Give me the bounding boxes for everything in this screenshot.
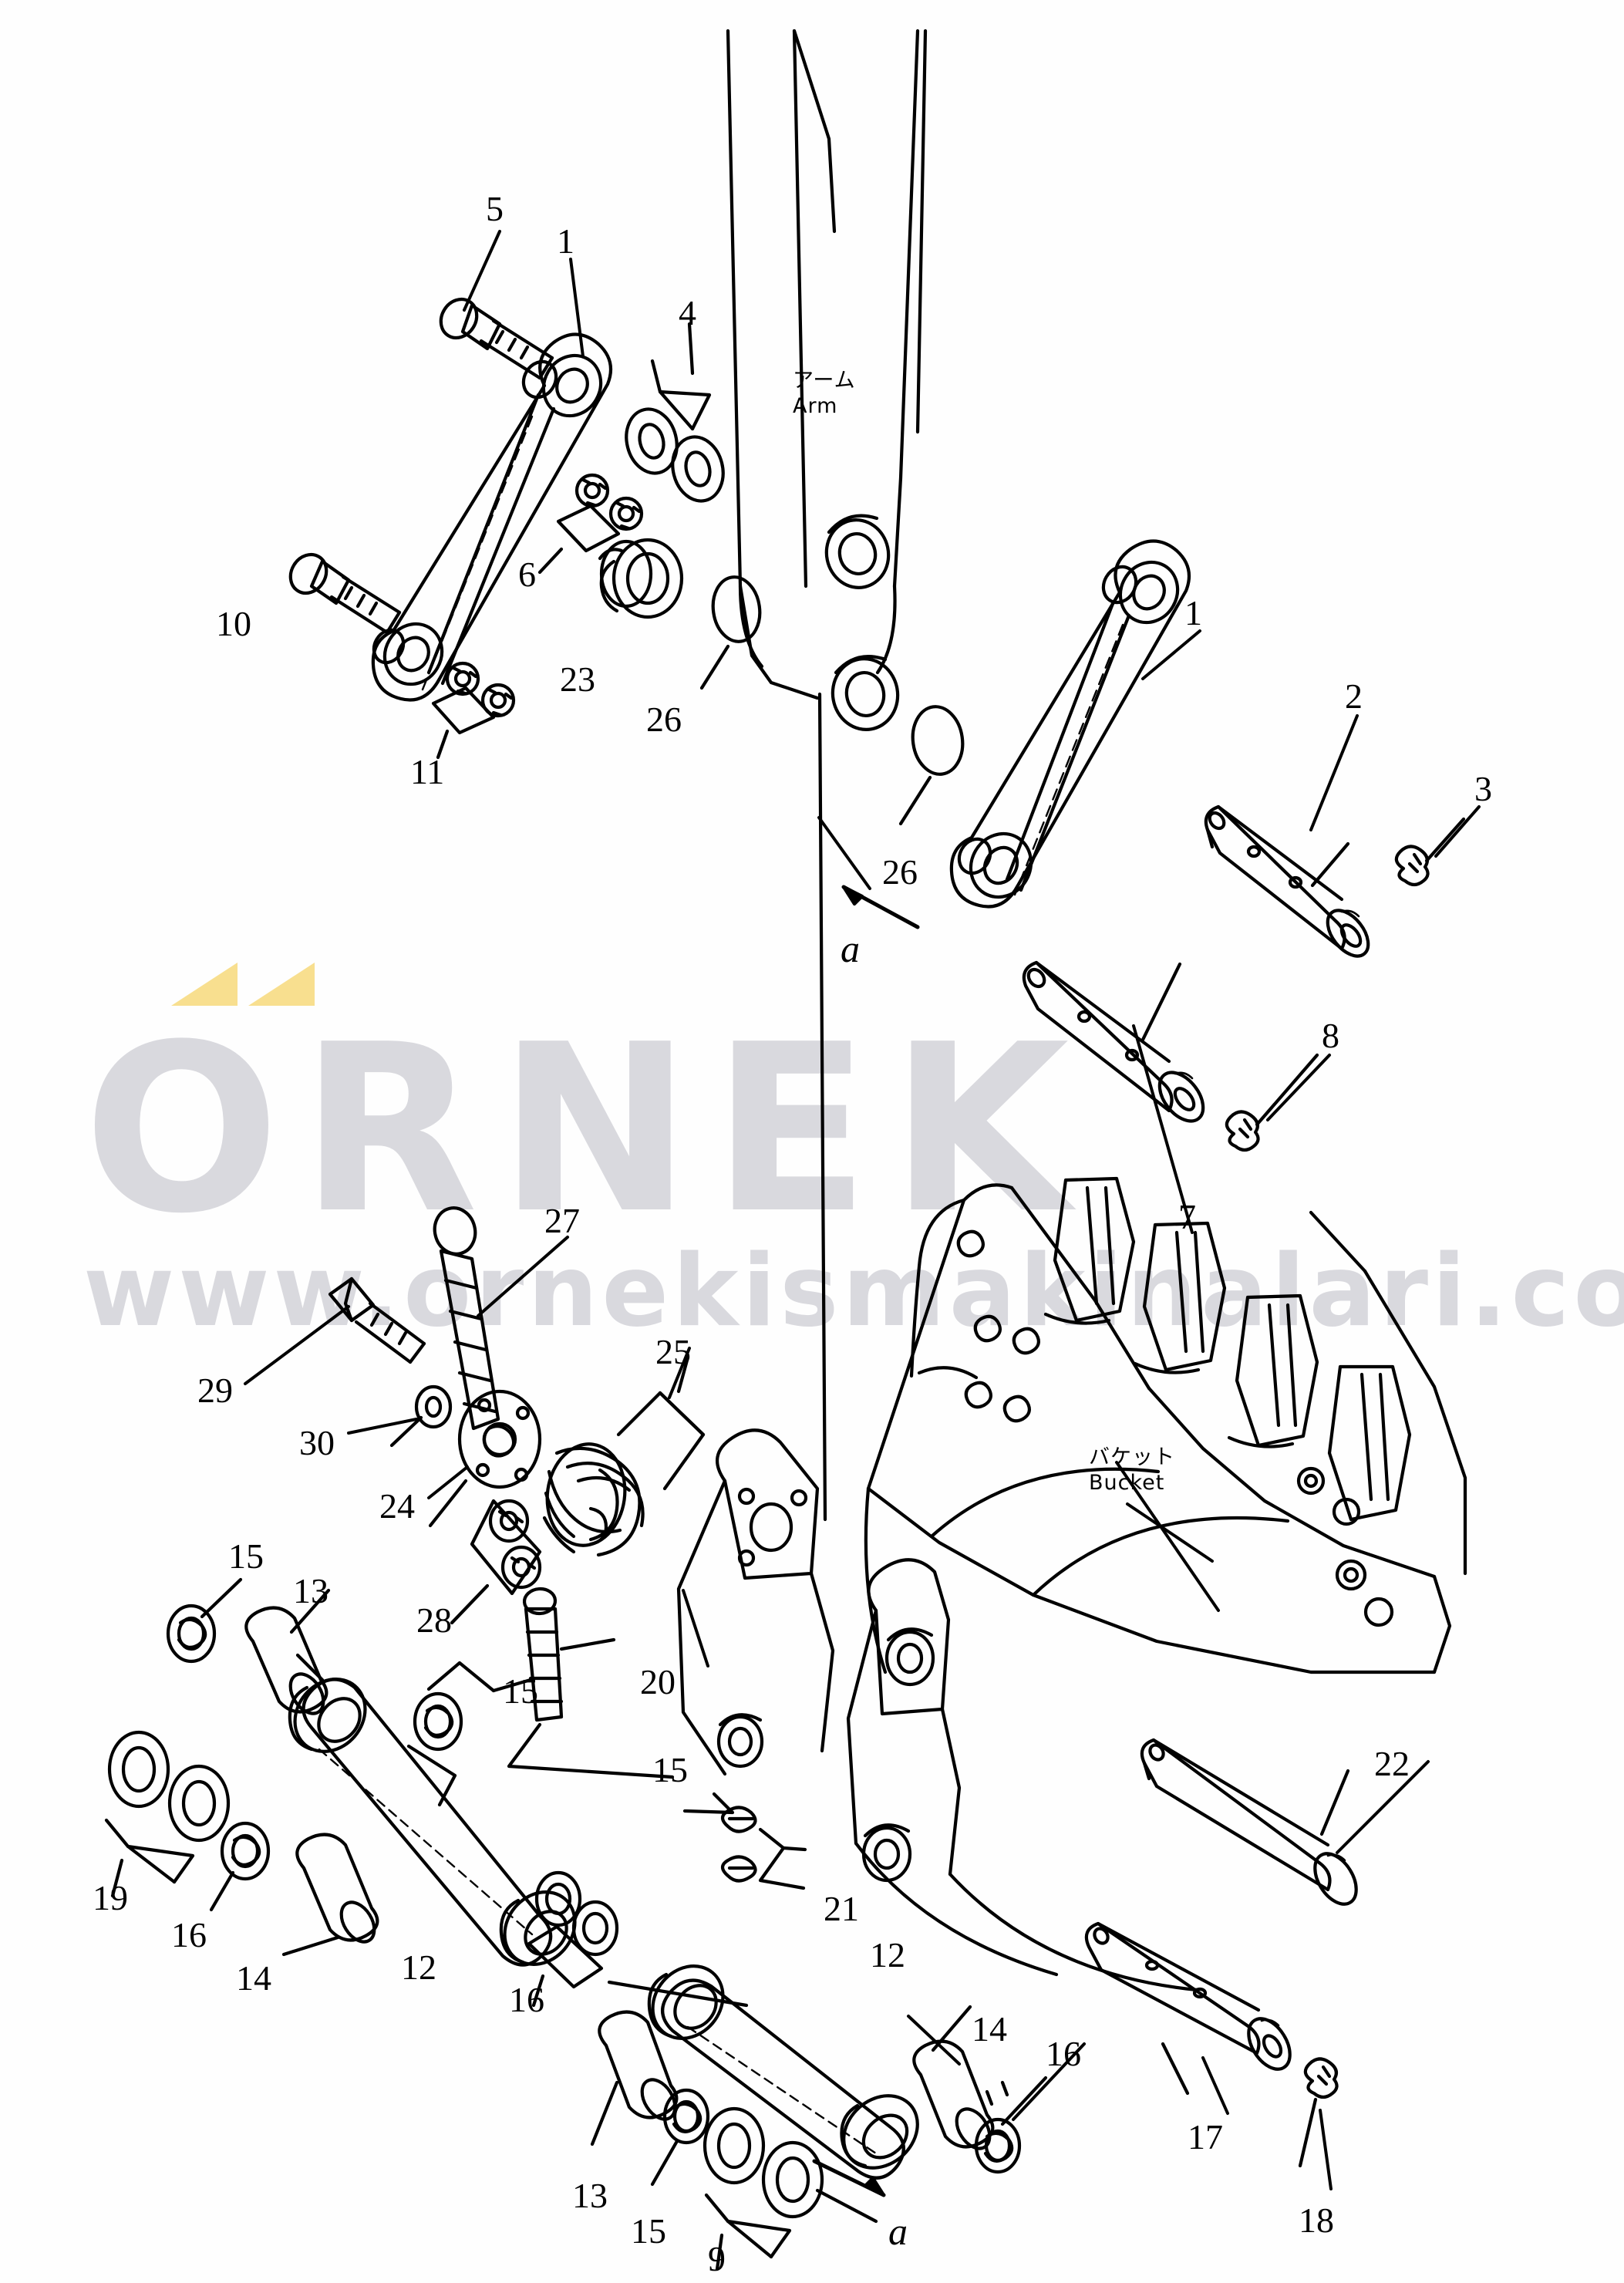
callout-number-a: a — [888, 2210, 908, 2253]
callout-number-14: 14 — [236, 1958, 271, 1998]
arm-body — [726, 29, 928, 1522]
callout-number-15: 15 — [631, 2211, 666, 2251]
callout-number-8: 8 — [1322, 1016, 1339, 1055]
bolt-27 — [433, 1206, 500, 1431]
nuts-11 — [431, 661, 516, 760]
callout-number-13: 13 — [293, 1571, 329, 1610]
callout-number-19: 19 — [93, 1878, 128, 1917]
callout-number-21: 21 — [824, 1889, 859, 1928]
callout-number-7: 7 — [1178, 1197, 1196, 1236]
callout-number-1: 1 — [557, 221, 574, 261]
nuts-6 — [537, 473, 644, 575]
nuts-28 — [450, 1499, 542, 1625]
pin-17 — [1084, 1921, 1292, 2096]
section-marker-a-lower — [812, 2159, 886, 2197]
callout-number-15: 15 — [228, 1536, 264, 1576]
bolt-5 — [439, 297, 554, 380]
link-lower-left — [288, 1678, 577, 1967]
callout-number-26: 26 — [646, 700, 682, 739]
bucket-teeth — [1043, 1176, 1412, 1522]
callout-number-26: 26 — [882, 852, 918, 892]
callout-number-2: 2 — [1345, 676, 1363, 716]
grease-nipple-3 — [1394, 817, 1466, 887]
bolt-10 — [288, 552, 402, 635]
callout-number-13: 13 — [572, 2176, 608, 2215]
spring-clips-25 — [542, 1355, 706, 1557]
section-marker-a-upper — [841, 885, 920, 929]
link-upper-left — [371, 332, 613, 702]
washer-30 — [389, 1384, 453, 1448]
bucket-body — [864, 1183, 1467, 1674]
callout-number-24: 24 — [379, 1486, 415, 1526]
callout-number-10: 10 — [216, 604, 251, 643]
callout-number-29: 29 — [197, 1371, 233, 1410]
pin-2 — [1204, 804, 1370, 958]
callout-number-12: 12 — [870, 1935, 905, 1974]
callout-number-20: 20 — [640, 1662, 676, 1701]
callout-number-1: 1 — [1184, 593, 1202, 632]
callout-number-4: 4 — [679, 293, 696, 332]
callout-number-14: 14 — [972, 2009, 1007, 2049]
bolt-20 — [507, 1587, 675, 1779]
callout-number-23: 23 — [560, 659, 595, 699]
plate-24 — [428, 1389, 542, 1528]
callout-number-12: 12 — [401, 1947, 436, 1987]
link-lower-center — [607, 1964, 919, 2180]
spacers-21 — [682, 1792, 807, 1890]
callout-number-a: a — [841, 927, 860, 970]
bushings-left-group — [104, 1577, 619, 2008]
callout-number-5: 5 — [486, 189, 504, 228]
callout-number-16: 16 — [1046, 2034, 1081, 2073]
seal-26-right — [898, 705, 965, 826]
callout-number-9: 9 — [708, 2239, 726, 2278]
pin-7 — [1022, 960, 1205, 1123]
leader-lines — [244, 230, 1481, 2190]
callout-number-15: 15 — [652, 1750, 688, 1789]
callout-number-15: 15 — [503, 1671, 538, 1711]
washers-4 — [625, 322, 725, 503]
callout-number-18: 18 — [1299, 2200, 1334, 2240]
callout-number-30: 30 — [299, 1423, 335, 1462]
bushings-bottom-group — [590, 2005, 1048, 2271]
callout-number-17: 17 — [1188, 2117, 1223, 2157]
callout-number-6: 6 — [518, 555, 536, 594]
grease-nipple-8 — [1225, 1053, 1319, 1152]
callout-number-16: 16 — [171, 1915, 207, 1954]
callout-number-25: 25 — [655, 1332, 691, 1371]
callout-number-22: 22 — [1374, 1744, 1410, 1783]
annotation-bucket: バケット Bucket — [1089, 1445, 1175, 1495]
bucket-lugs — [676, 1428, 1199, 1992]
bushing-23 — [598, 538, 684, 619]
callout-number-3: 3 — [1474, 769, 1492, 808]
callout-number-28: 28 — [416, 1600, 452, 1640]
grease-nipple-18 — [1298, 2057, 1339, 2168]
callout-number-27: 27 — [544, 1201, 580, 1240]
pin-22 — [1140, 1738, 1358, 1906]
bolt-29 — [328, 1276, 426, 1364]
link-upper-right — [949, 539, 1191, 909]
annotation-arm: アーム Arm — [793, 369, 856, 418]
seal-26-left — [699, 575, 762, 690]
callout-number-16: 16 — [509, 1980, 544, 2019]
callout-number-11: 11 — [410, 752, 445, 791]
